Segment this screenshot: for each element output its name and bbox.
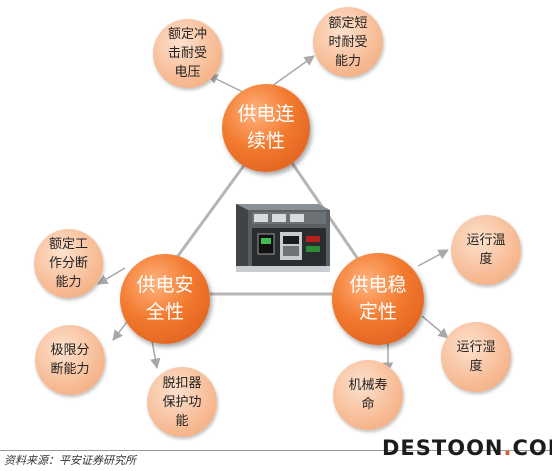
sat-ultimate-breaking: 极限分 断能力 (35, 325, 105, 395)
source-note: 资料来源：平安证券研究所 (4, 454, 136, 467)
sat-rated-short-time-withstand-label: 额定短 时耐受 能力 (328, 15, 368, 69)
node-safety-label: 供电安 全性 (136, 274, 194, 323)
arrow-stability-humidity (421, 315, 449, 339)
sat-rated-impulse-voltage-label: 额定冲 击耐受 电压 (167, 27, 207, 80)
sat-ultimate-breaking-label: 极限分 断能力 (50, 343, 90, 377)
sat-operating-humidity-label: 运行湿 度 (456, 340, 496, 374)
sat-release-protection: 脱扣器 保护功 能 (147, 367, 217, 437)
circuit-breaker-image (236, 204, 330, 272)
sat-mechanical-life: 机械寿 命 (333, 360, 403, 430)
sat-mechanical-life-label: 机械寿 命 (348, 378, 388, 412)
node-continuity-label: 供电连 续性 (237, 103, 295, 152)
watermark: DESTOON.COM (382, 436, 552, 460)
node-safety: 供电安 全性 (120, 254, 210, 344)
sat-rated-working-breaking: 额定工 作分断 能力 (34, 229, 103, 298)
sat-operating-humidity: 运行湿 度 (441, 322, 511, 392)
node-stability-label: 供电稳 定性 (349, 274, 407, 323)
sat-rated-short-time-withstand: 额定短 时耐受 能力 (313, 7, 383, 77)
node-stability: 供电稳 定性 (332, 253, 424, 345)
arrow-stability-temperature (417, 249, 449, 267)
sat-rated-impulse-voltage: 额定冲 击耐受 电压 (153, 19, 222, 88)
watermark-dot: . (503, 436, 513, 460)
footer-divider (0, 450, 552, 451)
arrow-safety-working (97, 267, 126, 285)
sat-rated-working-breaking-label: 额定工 作分断 能力 (48, 237, 88, 290)
sat-release-protection-label: 脱扣器 保护功 能 (162, 375, 202, 429)
node-continuity: 供电连 续性 (222, 84, 310, 172)
triangle-edge-left (173, 159, 250, 261)
sat-operating-temperature-label: 运行温 度 (466, 233, 506, 267)
watermark-part2: COM (512, 436, 552, 460)
arrow-continuity-shorttime (271, 55, 315, 87)
sat-operating-temperature: 运行温 度 (451, 215, 521, 285)
arrow-continuity-impulse (207, 74, 244, 93)
watermark-part1: DESTOON (382, 436, 504, 460)
